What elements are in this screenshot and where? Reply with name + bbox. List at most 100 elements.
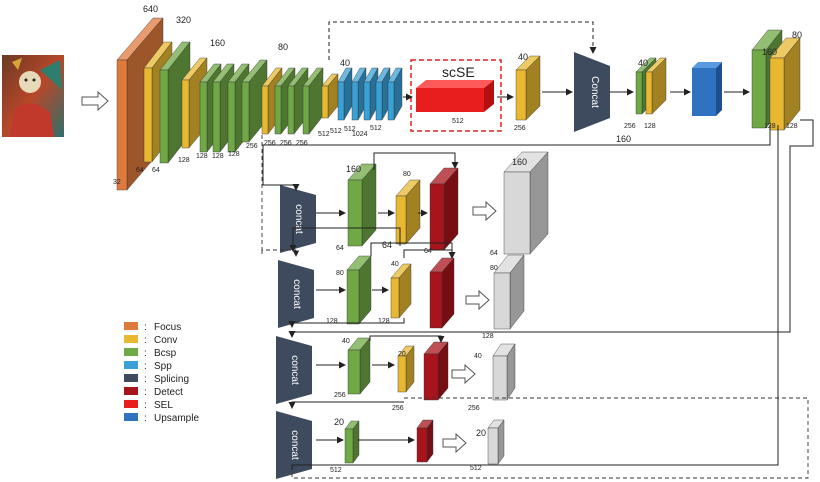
legend-separator: :	[144, 387, 147, 398]
legend-separator: :	[144, 322, 147, 333]
dimension-label: 256	[392, 405, 404, 412]
output-arrow-icon	[451, 363, 476, 385]
backbone	[116, 17, 339, 191]
concat-block: concat	[278, 260, 314, 328]
dimension-label: 32	[113, 179, 121, 186]
legend-item-bcsp: :Bcsp	[124, 348, 177, 359]
legend-label: Bcsp	[154, 348, 177, 359]
dimension-label: 80	[490, 265, 498, 272]
spp-block	[337, 67, 353, 121]
dimension-label: 64	[152, 167, 160, 174]
legend: :Focus:Conv:Bcsp:Spp:Splicing:Detect:SEL…	[124, 322, 199, 424]
dimension-label: 20	[334, 417, 344, 427]
detect-block	[429, 257, 455, 329]
spp-block	[387, 67, 403, 121]
output-arrow-icon	[465, 289, 490, 311]
legend-swatch	[124, 387, 138, 395]
dimension-label: 40	[391, 261, 399, 268]
dimension-label: 64	[424, 248, 432, 255]
dimension-label: 80	[403, 171, 411, 178]
conv-block	[390, 263, 412, 319]
dimension-label: 160	[762, 47, 777, 57]
scse-depth-label: 512	[452, 118, 464, 125]
dimension-label: 1024	[352, 131, 368, 138]
scse-label: scSE	[442, 64, 475, 80]
dimension-label: 80	[278, 42, 288, 52]
legend-item-focus: : Focus	[124, 322, 181, 333]
legend-item-upsample: :Upsample	[124, 413, 199, 424]
dimension-label: 160	[346, 164, 361, 174]
legend-swatch	[124, 413, 138, 421]
dimension-label: 512	[370, 125, 382, 132]
legend-label: Spp	[154, 361, 172, 372]
output-block	[492, 343, 516, 401]
dimension-label: 256	[624, 123, 636, 130]
legend-label: SEL	[154, 400, 173, 411]
dimension-label: 128	[228, 151, 240, 158]
legend-label: Upsample	[154, 413, 199, 424]
concat-block: concat	[276, 336, 312, 404]
dimension-label: 20	[476, 428, 486, 438]
dimension-label: 512	[318, 131, 330, 138]
dimension-label: 256	[246, 143, 258, 150]
conv-block	[395, 179, 421, 245]
dimension-label: 40	[638, 58, 648, 68]
concat-top: Concat	[574, 52, 610, 132]
bcsp-block	[347, 163, 377, 247]
dimension-label: 128	[212, 153, 224, 160]
dimension-label: 512	[330, 128, 342, 135]
legend-separator: :	[144, 361, 147, 372]
dimension-label: 64	[490, 250, 498, 257]
output-block	[487, 419, 505, 465]
top-connectors	[328, 21, 750, 101]
bcsp-block	[347, 337, 371, 395]
concat-label: concat	[293, 204, 304, 234]
dimension-label: 512	[344, 126, 356, 133]
dimension-label: 256	[296, 140, 308, 147]
dimension-label: 160	[210, 38, 225, 48]
bcsp-block	[346, 255, 372, 325]
concat-block: concat	[280, 185, 316, 253]
dimension-label: 128	[196, 153, 208, 160]
output-block	[503, 151, 549, 255]
output-block	[493, 254, 525, 330]
dimension-label: 128	[482, 333, 494, 340]
output-arrow-icon	[442, 432, 467, 454]
concat-block: concat	[276, 411, 312, 479]
conv-block	[321, 73, 339, 119]
output-arrow-icon	[472, 200, 497, 222]
dimension-label: 80	[792, 30, 802, 40]
legend-separator: :	[144, 400, 147, 411]
dimension-label: 40	[518, 52, 528, 62]
output-arrows	[442, 200, 497, 454]
dimension-label: 256	[514, 125, 526, 132]
concat-label: concat	[291, 279, 302, 309]
dimension-label: 80	[336, 270, 344, 277]
legend-swatch	[124, 322, 138, 330]
spp-blocks	[337, 67, 403, 121]
concat-label: concat	[289, 355, 300, 385]
dimension-label: 128	[326, 318, 338, 325]
dimension-label: 256	[264, 140, 276, 147]
detect-block	[429, 167, 459, 251]
legend-label: Focus	[154, 322, 181, 333]
legend-separator: :	[144, 335, 147, 346]
legend-separator: :	[144, 374, 147, 385]
legend-item-splicing: :Splicing	[124, 374, 189, 385]
conv-block	[397, 345, 415, 393]
bcsp-block	[344, 420, 360, 464]
dimension-label: 128	[644, 123, 656, 130]
dimension-label: 512	[470, 465, 482, 472]
legend-label: Conv	[154, 335, 177, 346]
legend-swatch	[124, 374, 138, 382]
dimension-label: 256	[468, 405, 480, 412]
conv-block	[515, 55, 541, 121]
dimension-label: 128	[178, 157, 190, 164]
dimension-label: 64	[136, 167, 144, 174]
detect-block	[423, 341, 449, 401]
scse-module: scSE 512	[410, 59, 502, 132]
conv-block	[769, 37, 801, 131]
